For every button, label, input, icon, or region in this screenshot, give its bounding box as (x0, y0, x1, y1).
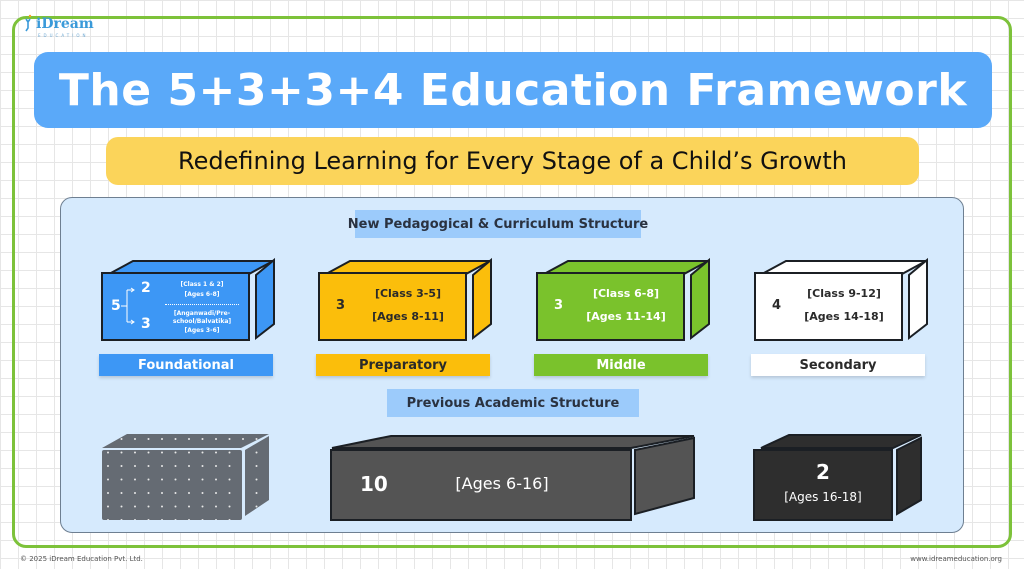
cube-shape (753, 434, 922, 521)
stage-label-preparatory: Preparatory (316, 354, 490, 376)
page-title: The 5+3+3+4 Education Framework (58, 64, 968, 116)
bracket-arrow-icon (121, 287, 135, 325)
logo-name: iDream (36, 16, 94, 32)
green-frame (12, 16, 1012, 548)
copyright: © 2025 iDream Education Pvt. Ltd. (20, 555, 143, 563)
foundational-cube: 5 2 3 [Class 1 & 2] [Ages 6-8] [Anganwad… (101, 256, 281, 341)
foundational-split-years-1: 2 (141, 280, 151, 296)
two-year-block: 2 [Ages 16-18] (753, 432, 923, 521)
subtitle-banner: Redefining Learning for Every Stage of a… (106, 137, 919, 185)
child-figure-icon (25, 14, 32, 32)
ten-years-ages: [Ages 6-16] (455, 474, 549, 493)
logo-subtext: EDUCATION (38, 33, 89, 38)
foundational-years: 5 (111, 298, 121, 314)
divider (165, 304, 239, 305)
structure-panel: New Pedagogical & Curriculum Structure 5… (60, 197, 964, 533)
dotted-cube-shape (102, 434, 269, 520)
preparatory-cube: 3 [Class 3-5] [Ages 8-11] (318, 256, 498, 341)
middle-cube: 3 [Class 6-8] [Ages 11-14] (536, 256, 716, 341)
page-subtitle: Redefining Learning for Every Stage of a… (178, 147, 847, 175)
middle-ages: [Ages 11-14] (586, 310, 666, 323)
title-banner: The 5+3+3+4 Education Framework (34, 52, 992, 128)
middle-classes: [Class 6-8] (592, 287, 660, 300)
preparatory-classes: [Class 3-5] (374, 287, 442, 300)
preparatory-ages: [Ages 8-11] (372, 310, 444, 323)
two-years-ages: [Ages 16-18] (784, 490, 862, 504)
cube-shape (318, 257, 492, 341)
ten-year-block: 10 [Ages 6-16] (329, 432, 697, 521)
website-link[interactable]: www.idreameducation.org (910, 555, 1002, 563)
secondary-classes: [Class 9-12] (807, 287, 881, 300)
foundational-classes-2: [Anganwadi/Pre-school/Balvatika] (172, 310, 232, 325)
pre-school-block (101, 432, 271, 520)
stage-label-foundational: Foundational (99, 354, 273, 376)
secondary-cube: 4 [Class 9-12] [Ages 14-18] (754, 256, 934, 341)
foundational-ages-2: [Ages 3-6] (184, 327, 220, 334)
foundational-classes-1: [Class 1 & 2] (180, 281, 224, 288)
two-years-number: 2 (816, 460, 830, 484)
cube-shape (754, 257, 928, 341)
stage-label-middle: Middle (534, 354, 708, 376)
foundational-split-years-2: 3 (141, 316, 151, 332)
middle-years: 3 (554, 298, 564, 313)
preparatory-years: 3 (336, 298, 346, 313)
foundational-ages-1: [Ages 6-8] (184, 291, 220, 298)
new-structure-heading: New Pedagogical & Curriculum Structure (348, 210, 648, 238)
ten-years-number: 10 (360, 472, 388, 496)
previous-structure-heading: Previous Academic Structure (387, 389, 639, 417)
secondary-ages: [Ages 14-18] (804, 310, 884, 323)
cube-shape (536, 257, 710, 341)
cube-shape (330, 435, 695, 521)
stage-label-secondary: Secondary (751, 354, 925, 376)
secondary-years: 4 (772, 298, 782, 313)
